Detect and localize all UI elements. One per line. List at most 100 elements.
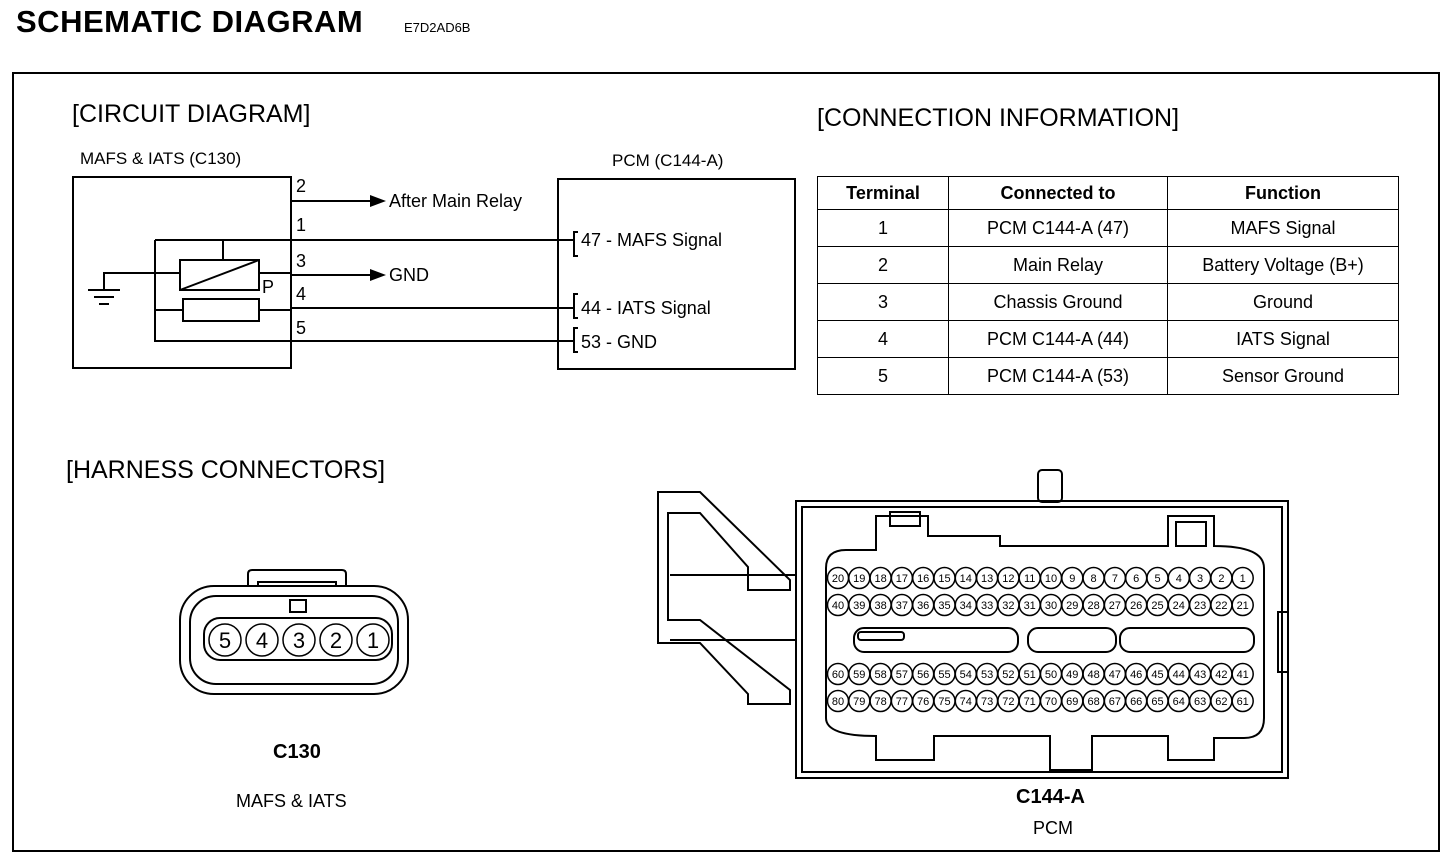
svg-text:5: 5 (1154, 573, 1160, 585)
c144a-pin-53: 53 (975, 662, 999, 686)
c144a-pin-73: 73 (975, 689, 999, 713)
svg-text:29: 29 (1066, 600, 1078, 612)
svg-text:23: 23 (1194, 600, 1206, 612)
svg-text:63: 63 (1194, 696, 1206, 708)
svg-text:2: 2 (1218, 573, 1224, 585)
pcm-terminal-47: 47 - MAFS Signal (581, 230, 723, 250)
c144a-pin-14: 14 (954, 566, 978, 590)
c144a-pin-1: 1 (1231, 566, 1254, 590)
svg-text:5: 5 (219, 628, 231, 653)
c144a-pin-16: 16 (911, 566, 935, 590)
c130-pin-1: 1 (356, 623, 390, 657)
c144a-pin-74: 74 (954, 689, 978, 713)
cell-terminal: 5 (817, 357, 949, 395)
c144a-pin-62: 62 (1210, 689, 1233, 713)
c144a-pin-77: 77 (890, 689, 914, 713)
c144a-pin-4: 4 (1167, 566, 1191, 590)
circuit-diagram-heading: [CIRCUIT DIAGRAM] (72, 100, 311, 128)
cell-connected-to: PCM C144-A (47) (948, 209, 1168, 247)
c130-subtitle: MAFS & IATS (236, 791, 347, 811)
c144a-pin-57: 57 (890, 662, 914, 686)
svg-text:74: 74 (960, 696, 972, 708)
svg-text:44: 44 (1173, 669, 1185, 681)
gnd-label: GND (389, 265, 429, 285)
svg-text:22: 22 (1215, 600, 1227, 612)
svg-text:7: 7 (1112, 573, 1118, 585)
mafs-sensor-diagonal (179, 259, 260, 291)
svg-text:64: 64 (1173, 696, 1185, 708)
c144a-title: C144-A (1016, 786, 1085, 808)
svg-text:79: 79 (853, 696, 865, 708)
pcm-terminal-44: 44 - IATS Signal (581, 298, 711, 318)
c144a-pin-32: 32 (997, 593, 1020, 617)
c144a-pin-10: 10 (1039, 566, 1063, 590)
c144a-pin-70: 70 (1039, 689, 1063, 713)
c144a-pin-39: 39 (848, 593, 871, 617)
svg-text:52: 52 (1002, 669, 1014, 681)
svg-text:80: 80 (832, 696, 844, 708)
svg-text:1: 1 (1240, 573, 1246, 585)
svg-text:13: 13 (981, 573, 993, 585)
ground-wire (103, 272, 180, 289)
c144a-pin-69: 69 (1061, 689, 1084, 713)
svg-text:25: 25 (1151, 600, 1163, 612)
cell-function: Sensor Ground (1167, 357, 1399, 395)
svg-text:73: 73 (981, 696, 993, 708)
svg-text:26: 26 (1130, 600, 1142, 612)
c144a-pin-21: 21 (1231, 593, 1254, 617)
header-function: Function (1167, 176, 1399, 210)
svg-text:19: 19 (853, 573, 865, 585)
svg-text:28: 28 (1087, 600, 1099, 612)
iats-thermistor (182, 298, 260, 322)
c144a-pin-47: 47 (1103, 662, 1127, 686)
svg-text:34: 34 (960, 600, 972, 612)
c144a-pin-65: 65 (1146, 689, 1169, 713)
svg-text:4: 4 (256, 628, 268, 653)
svg-text:33: 33 (981, 600, 993, 612)
svg-text:56: 56 (917, 669, 929, 681)
svg-text:57: 57 (896, 669, 908, 681)
c144a-pin-42: 42 (1210, 662, 1233, 686)
c144a-pin-7: 7 (1103, 566, 1127, 590)
svg-text:71: 71 (1024, 696, 1036, 708)
c144a-pin-17: 17 (890, 566, 914, 590)
svg-text:24: 24 (1173, 600, 1185, 612)
svg-text:3: 3 (293, 628, 305, 653)
c130-connector-drawing (179, 569, 409, 695)
svg-text:1: 1 (367, 628, 379, 653)
c144a-pin-22: 22 (1210, 593, 1233, 617)
c144a-pin-20: 20 (826, 566, 850, 590)
svg-text:6: 6 (1133, 573, 1139, 585)
pin-label-1: 1 (296, 215, 307, 235)
svg-text:8: 8 (1091, 573, 1097, 585)
c144a-pin-51: 51 (1018, 662, 1041, 686)
c144a-pin-40: 40 (826, 593, 850, 617)
svg-text:36: 36 (917, 600, 929, 612)
svg-text:62: 62 (1215, 696, 1227, 708)
c144a-subtitle: PCM (1033, 818, 1073, 838)
c130-pin-5: 5 (208, 623, 242, 657)
harness-connectors-heading: [HARNESS CONNECTORS] (66, 456, 386, 484)
c144a-pin-68: 68 (1082, 689, 1105, 713)
svg-text:31: 31 (1024, 600, 1036, 612)
c130-pin-2: 2 (319, 623, 353, 657)
c144a-pin-78: 78 (869, 689, 892, 713)
cell-terminal: 4 (817, 320, 949, 358)
svg-text:41: 41 (1237, 669, 1249, 681)
c144a-pin-52: 52 (997, 662, 1020, 686)
c144a-pin-28: 28 (1082, 593, 1105, 617)
c130-pin-3: 3 (282, 623, 316, 657)
diagram-frame (12, 72, 1440, 852)
cell-connected-to: PCM C144-A (53) (948, 357, 1168, 395)
svg-text:46: 46 (1130, 669, 1142, 681)
svg-text:61: 61 (1237, 696, 1249, 708)
svg-text:54: 54 (960, 669, 972, 681)
c144a-pin-79: 79 (848, 689, 871, 713)
svg-text:50: 50 (1045, 669, 1057, 681)
pin-label-5: 5 (296, 318, 307, 338)
terminal-bracket-47 (573, 231, 578, 257)
c144a-pin-35: 35 (933, 593, 956, 617)
pcm-component-label: PCM (C144-A) (612, 151, 724, 170)
terminal-bracket-44 (573, 293, 578, 319)
c144a-pin-33: 33 (975, 593, 999, 617)
